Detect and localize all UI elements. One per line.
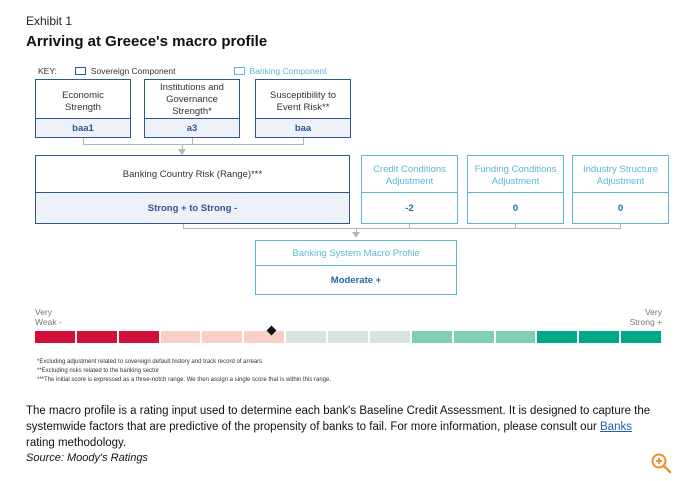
- industry-structure-box: Industry Structure Adjustment 0: [572, 155, 669, 224]
- arrow-down-icon: [352, 232, 360, 238]
- connector: [83, 144, 304, 145]
- scale-segment: [579, 331, 620, 343]
- country-risk-box: Banking Country Risk (Range)*** Strong +…: [35, 155, 350, 224]
- scale-segment: [202, 331, 243, 343]
- scale-segment: [286, 331, 327, 343]
- connector: [183, 228, 621, 229]
- body-paragraph: The macro profile is a rating input used…: [26, 403, 658, 451]
- footnote-2: **Excluding risks related to the banking…: [37, 368, 160, 374]
- event-risk-box: Susceptibility to Event Risk** baa: [255, 79, 351, 138]
- industry-structure-label: Industry Structure Adjustment: [583, 164, 658, 187]
- macro-profile-label: Banking System Macro Profile: [292, 248, 420, 259]
- economic-strength-value: baa1: [36, 118, 130, 137]
- macro-profile-value: Moderate +: [256, 265, 456, 294]
- funding-conditions-box: Funding Conditions Adjustment 0: [467, 155, 564, 224]
- arrow-down-icon: [178, 149, 186, 155]
- scale-right-label: Very Strong +: [629, 307, 662, 327]
- zoom-in-icon[interactable]: [650, 452, 672, 474]
- scale-segment: [453, 331, 494, 343]
- source-note: Source: Moody's Ratings: [26, 452, 148, 464]
- economic-strength-label: Economic Strength: [62, 90, 104, 113]
- scale-segment: [328, 331, 368, 343]
- scale-segment: [160, 331, 201, 343]
- credit-conditions-value: -2: [362, 192, 457, 223]
- body-text-end: rating methodology.: [26, 437, 127, 449]
- scale-segment: [35, 331, 75, 343]
- institutions-strength-label: Institutions and Governance Strength*: [160, 82, 224, 117]
- connector: [182, 144, 183, 149]
- legend-banking: Banking Component: [249, 66, 327, 76]
- macro-profile-box: Banking System Macro Profile Moderate +: [255, 240, 457, 295]
- banking-swatch: [233, 67, 245, 75]
- legend: KEY: Sovereign Component Banking Compone…: [38, 66, 327, 76]
- scale-marker: [266, 325, 277, 336]
- event-risk-value: baa: [256, 118, 350, 137]
- scale-segment: [118, 331, 159, 343]
- scale-segment: [621, 331, 661, 343]
- economic-strength-box: Economic Strength baa1: [35, 79, 131, 138]
- page-title: Arriving at Greece's macro profile: [26, 33, 268, 50]
- connector: [515, 224, 516, 228]
- credit-conditions-label: Credit Conditions Adjustment: [373, 164, 446, 187]
- exhibit-number: Exhibit 1: [26, 14, 73, 28]
- connector: [192, 138, 193, 144]
- connector: [409, 224, 410, 228]
- credit-conditions-box: Credit Conditions Adjustment -2: [361, 155, 458, 224]
- country-risk-value: Strong + to Strong -: [36, 192, 349, 223]
- scale-segment: [537, 331, 578, 343]
- body-text: The macro profile is a rating input used…: [26, 405, 651, 433]
- industry-structure-value: 0: [573, 192, 668, 223]
- legend-label: KEY:: [38, 66, 57, 76]
- scale-segment: [411, 331, 452, 343]
- funding-conditions-value: 0: [468, 192, 563, 223]
- banks-link[interactable]: Banks: [600, 421, 632, 433]
- sovereign-swatch: [74, 67, 86, 75]
- event-risk-label: Susceptibility to Event Risk**: [269, 90, 336, 113]
- institutions-strength-box: Institutions and Governance Strength* a3: [144, 79, 240, 138]
- footnote-3: ***The initial score is expressed as a t…: [37, 377, 332, 383]
- scale-segment: [495, 331, 536, 343]
- scale-segment: [76, 331, 117, 343]
- funding-conditions-label: Funding Conditions Adjustment: [474, 164, 557, 187]
- connector: [183, 224, 184, 228]
- footnote-1: *Excluding adjustment related to soverei…: [37, 359, 263, 365]
- connector: [83, 138, 84, 144]
- connector: [303, 138, 304, 144]
- scale-segment: [244, 331, 285, 343]
- institutions-strength-value: a3: [145, 118, 239, 137]
- scale-left-label: Very Weak -: [35, 307, 62, 327]
- country-risk-label: Banking Country Risk (Range)***: [122, 169, 263, 180]
- connector: [620, 224, 621, 228]
- connector: [356, 228, 357, 232]
- legend-sovereign: Sovereign Component: [90, 66, 176, 76]
- scale-segment: [369, 331, 410, 343]
